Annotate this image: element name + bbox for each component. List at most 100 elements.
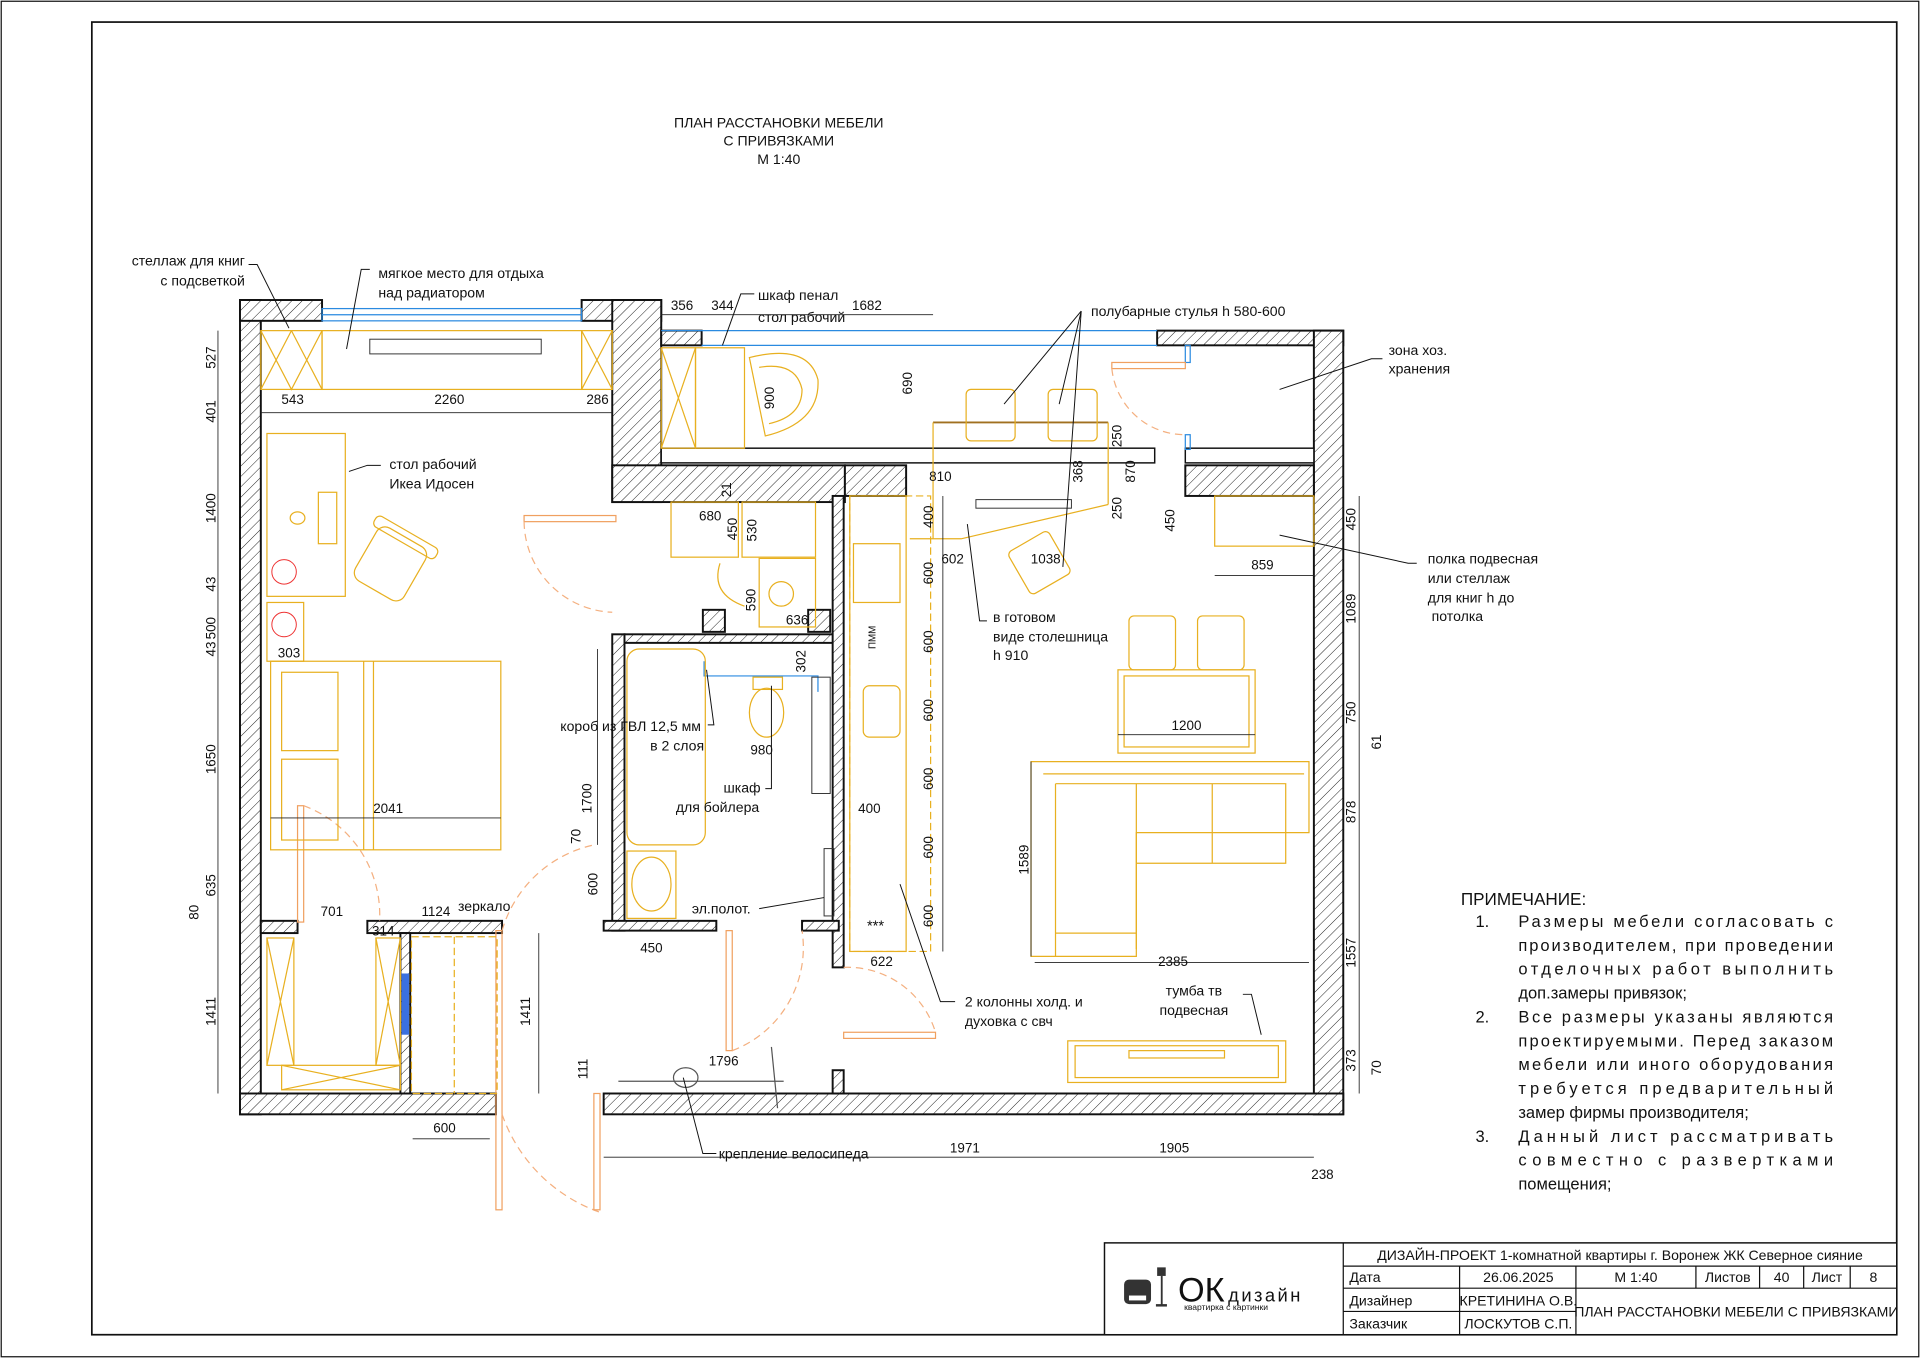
dimension-label: 1038 bbox=[1031, 551, 1061, 566]
dimension-label: 602 bbox=[941, 551, 963, 566]
dimension-label: 70 bbox=[1369, 1060, 1384, 1075]
note-line: мебели или иного оборудования bbox=[1518, 1055, 1833, 1074]
dimension-label: 373 bbox=[1344, 1049, 1359, 1071]
dimension-label: 500 bbox=[204, 617, 219, 639]
doors bbox=[296, 361, 1186, 1213]
bathtub bbox=[626, 648, 706, 846]
dimension-label: 1971 bbox=[950, 1140, 980, 1155]
dimension-label: 600 bbox=[586, 873, 601, 895]
client-label: Заказчик bbox=[1349, 1316, 1408, 1332]
dimension-label: 870 bbox=[1123, 460, 1138, 482]
dimension-label: 530 bbox=[745, 519, 760, 541]
dimension-label: 701 bbox=[321, 904, 343, 919]
dimension-label: 1411 bbox=[518, 997, 533, 1026]
dimension-label: 810 bbox=[929, 469, 951, 484]
label-storage: зона хоз.хранения bbox=[1389, 342, 1451, 376]
title-line-1: ПЛАН РАССТАНОВКИ МЕБЕЛИ bbox=[674, 114, 884, 130]
label-bike-mount: крепление велосипеда bbox=[719, 1145, 869, 1161]
dimension-label: 1411 bbox=[204, 997, 219, 1026]
dining-table bbox=[1117, 669, 1256, 754]
note-line: Размеры мебели согласовать с bbox=[1518, 912, 1833, 931]
bed bbox=[270, 660, 502, 851]
dimension-label: 314 bbox=[372, 924, 395, 939]
dimension-label: 286 bbox=[586, 392, 608, 407]
note-line: Данный лист рассматривать bbox=[1518, 1127, 1833, 1146]
kitchen-counter bbox=[849, 495, 907, 953]
client-value: ЛОСКУТОВ С.П. bbox=[1464, 1316, 1572, 1332]
date-label: Дата bbox=[1349, 1269, 1380, 1285]
sheet-title: ПЛАН РАССТАНОВКИ МЕБЕЛИ С ПРИВЯЗКАМИ bbox=[1574, 1303, 1898, 1319]
date-value: 26.06.2025 bbox=[1483, 1269, 1554, 1285]
dimension-label: 80 bbox=[186, 905, 201, 920]
dimension-label: 2260 bbox=[434, 392, 464, 407]
dimension-label: 1905 bbox=[1159, 1140, 1189, 1155]
note-line: Все размеры указаны являются bbox=[1518, 1007, 1833, 1026]
dimension-label: 303 bbox=[278, 646, 300, 661]
bar-stool-2 bbox=[1047, 388, 1098, 442]
title-scale: М 1:40 bbox=[757, 151, 800, 167]
dimension-label: 690 bbox=[900, 372, 915, 394]
dimension-label: 250 bbox=[1110, 425, 1125, 447]
note-number: 1. bbox=[1476, 912, 1490, 931]
walls bbox=[239, 299, 1345, 1116]
tv-stand bbox=[1067, 1040, 1287, 1084]
note-line: требуется предварительный bbox=[1518, 1079, 1833, 1098]
note-line: замер фирмы производителя; bbox=[1518, 1103, 1748, 1122]
dimension-label: 238 bbox=[1311, 1167, 1333, 1182]
bookshelf bbox=[260, 330, 323, 391]
dimension-label: 635 bbox=[204, 874, 219, 896]
dimension-label: 450 bbox=[1162, 509, 1177, 531]
dimension-label: 111 bbox=[576, 1059, 591, 1079]
desk-ikea bbox=[266, 432, 346, 597]
project-title: ДИЗАЙН-ПРОЕКТ 1-комнатной квартиры г. Во… bbox=[1377, 1246, 1863, 1263]
dimension-label: 600 bbox=[433, 1121, 455, 1136]
note-line: проектируемыми. Перед заказом bbox=[1518, 1031, 1833, 1050]
dishwasher-label: ПММ bbox=[868, 626, 879, 649]
wardrobe-left bbox=[266, 937, 295, 1066]
dimension-label: 527 bbox=[204, 346, 219, 368]
dimension-label: 302 bbox=[794, 650, 809, 672]
dimension-label: 2041 bbox=[373, 801, 403, 816]
armchair-lamp-icon bbox=[1124, 1267, 1167, 1307]
dimension-label: 356 bbox=[671, 298, 693, 313]
logo-word: дизайн bbox=[1228, 1285, 1303, 1306]
dimension-label: 980 bbox=[750, 742, 772, 757]
logo-main: ОК bbox=[1178, 1272, 1225, 1310]
dimension-label: 70 bbox=[568, 829, 583, 844]
dimension-label: 600 bbox=[921, 836, 936, 858]
drawing-title: ПЛАН РАССТАНОВКИ МЕБЕЛИ С ПРИВЯЗКАМИ М 1… bbox=[674, 114, 884, 167]
label-towel-heater: эл.полот. bbox=[692, 900, 751, 916]
dimension-label: 680 bbox=[699, 508, 721, 523]
label-mirror: зеркало bbox=[458, 898, 511, 914]
dimension-label: 1796 bbox=[709, 1053, 739, 1068]
dimension-label: 590 bbox=[744, 589, 759, 611]
dimension-label: 450 bbox=[725, 518, 740, 540]
dimension-label: 43 bbox=[204, 577, 219, 592]
sheet-number: 8 bbox=[1870, 1269, 1878, 1285]
note-line: помещения; bbox=[1518, 1175, 1611, 1194]
dimension-label: 21 bbox=[719, 482, 734, 497]
note-line: доп.замеры привязок; bbox=[1518, 984, 1687, 1003]
furniture: ПММ *** bbox=[260, 330, 1315, 1109]
sheet-frame bbox=[90, 21, 1898, 1336]
note-number: 3. bbox=[1476, 1127, 1490, 1146]
dimension-label: 1557 bbox=[1344, 938, 1359, 968]
leader-lines bbox=[248, 264, 1417, 1154]
dimension-label: 2385 bbox=[1158, 954, 1188, 969]
designer-value: КРЕТИНИНА О.В. bbox=[1460, 1292, 1578, 1308]
dimension-label: 600 bbox=[921, 630, 936, 652]
dimension-label: 1682 bbox=[852, 298, 882, 313]
scale-value: М 1:40 bbox=[1614, 1269, 1657, 1285]
radiator bbox=[369, 338, 542, 355]
note-line: отделочных работ выполнить bbox=[1518, 960, 1833, 979]
dimension-label: 1400 bbox=[204, 493, 219, 523]
dimension-label: 878 bbox=[1344, 801, 1359, 823]
